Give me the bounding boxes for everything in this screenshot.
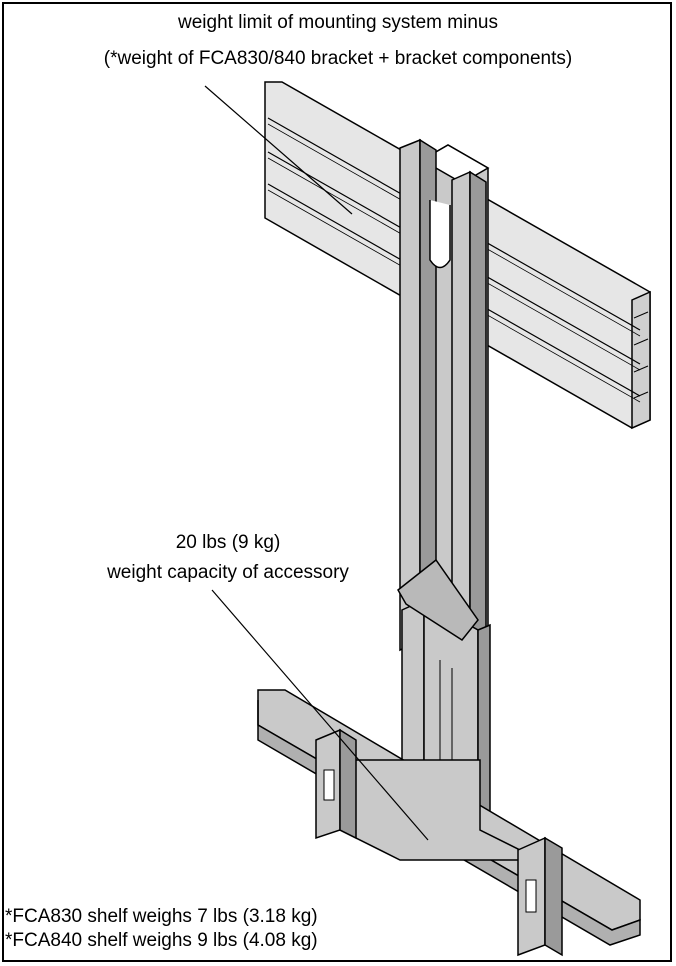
top-label-line1: weight limit of mounting system minus <box>178 12 498 33</box>
right-clamp <box>517 836 563 957</box>
capacity-label-line1: 20 lbs (9 kg) <box>175 532 281 553</box>
left-clamp <box>315 728 357 840</box>
vertical-column <box>399 138 490 656</box>
top-leader-line <box>204 85 353 215</box>
note-fca840: *FCA840 shelf weighs 9 lbs (4.08 kg) <box>5 930 318 951</box>
capacity-leader-line <box>211 589 429 841</box>
note-fca830: *FCA830 shelf weighs 7 lbs (3.18 kg) <box>5 906 318 927</box>
top-label-line2: (*weight of FCA830/840 bracket + bracket… <box>103 48 573 69</box>
capacity-label-line2: weight capacity of accessory <box>107 562 349 583</box>
gusset-plate <box>397 558 479 641</box>
